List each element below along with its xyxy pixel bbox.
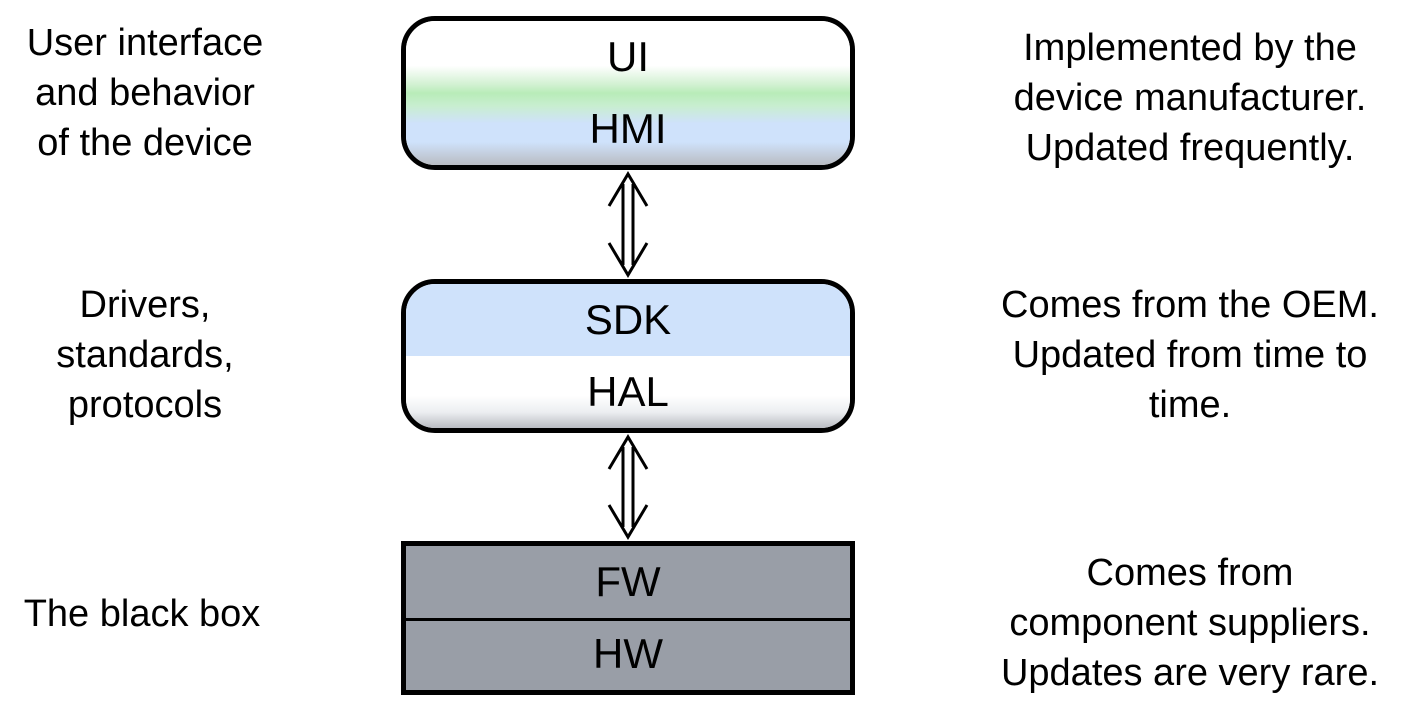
left-label-hw-description: The black box (23, 593, 261, 635)
ui-hmi-box: UI HMI (401, 16, 855, 170)
left-label-sdk-description: Drivers, standards, protocols (56, 284, 234, 426)
right-label-sdk-ownership: Comes from the OEM. Updated from time to… (1001, 284, 1379, 426)
sdk-layer: SDK (406, 284, 850, 356)
sdk-hal-box: SDK HAL (401, 279, 855, 433)
ui-layer: UI (406, 21, 850, 93)
hmi-layer: HMI (406, 93, 850, 165)
fw-hw-divider (406, 618, 850, 621)
double-arrow-hal-fw (607, 434, 649, 540)
right-label-hw-ownership: Comes from component suppliers. Updates … (1000, 552, 1380, 694)
hal-layer: HAL (406, 356, 850, 428)
fw-hw-box: FW HW (401, 541, 855, 695)
double-arrow-ui-sdk (607, 171, 649, 278)
right-label-ui-ownership: Implemented by the device manufacturer. … (1013, 27, 1367, 169)
fw-layer: FW (595, 558, 661, 605)
hw-layer: HW (593, 630, 663, 677)
left-label-ui-description: User interface and behavior of the devic… (26, 22, 264, 164)
